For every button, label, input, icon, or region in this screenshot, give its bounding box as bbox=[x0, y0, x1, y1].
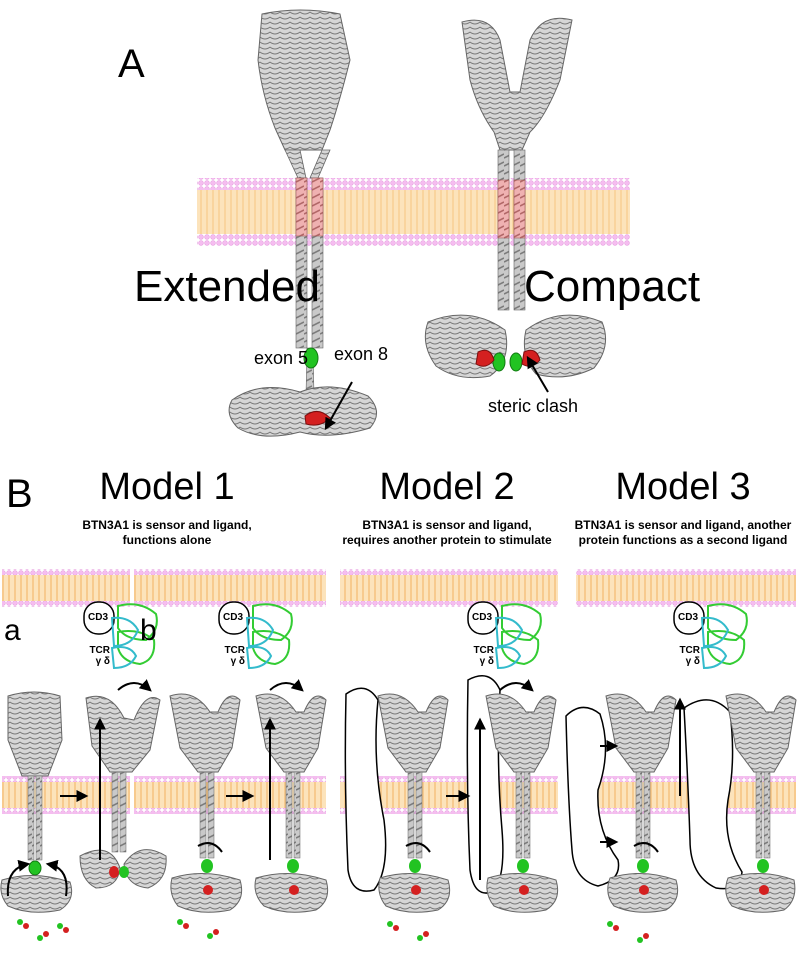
compact-exon5-right bbox=[509, 352, 523, 372]
model2-molecule-1 bbox=[377, 693, 451, 913]
membrane-b-top bbox=[2, 569, 796, 607]
model2-partner-protein-1 bbox=[344, 687, 387, 892]
steric-clash-arrow bbox=[526, 355, 549, 393]
compact-molecule bbox=[424, 17, 607, 379]
model2-title: Model 2 bbox=[379, 466, 515, 508]
compact-b30-right bbox=[523, 314, 607, 378]
gamma-delta-text: γ δ bbox=[685, 656, 700, 667]
cd3-label-3: CD3 bbox=[678, 612, 699, 623]
model2-description: BTN3A1 is sensor and ligand, requires an… bbox=[342, 518, 552, 547]
model3-title: Model 3 bbox=[615, 466, 751, 508]
extended-tm-right bbox=[311, 177, 324, 237]
model1b-molecule-2 bbox=[254, 693, 329, 913]
tcr-group-b bbox=[218, 601, 293, 670]
panel-a-label: A bbox=[118, 42, 145, 86]
cd3-label-a: CD3 bbox=[88, 612, 109, 623]
tcr-text: TCR bbox=[679, 645, 700, 656]
extended-exon5 bbox=[303, 347, 319, 369]
tcr-label-a: TCR γ δ bbox=[84, 645, 110, 667]
tcr-group-2 bbox=[467, 601, 542, 670]
membrane-panel-a bbox=[197, 178, 630, 246]
extended-molecule bbox=[228, 9, 377, 437]
panel-b-label: B bbox=[6, 472, 33, 516]
tcr-group-3 bbox=[673, 601, 748, 670]
extended-b30-domain bbox=[228, 386, 377, 437]
cd3-label-b: CD3 bbox=[223, 612, 244, 623]
model3-description: BTN3A1 is sensor and ligand, another pro… bbox=[574, 518, 792, 547]
model3-molecule-1 bbox=[605, 693, 679, 913]
tcr-label-b: TCR γ δ bbox=[219, 645, 245, 667]
subpanel-b-label: b bbox=[140, 614, 157, 647]
compact-tm-left bbox=[497, 179, 510, 239]
tcr-group-a bbox=[83, 601, 158, 670]
compact-tm-right bbox=[513, 179, 526, 239]
exon5-label: exon 5 bbox=[254, 348, 309, 368]
extended-tm-left bbox=[295, 177, 308, 237]
transition-arrows bbox=[6, 679, 686, 897]
compact-extracellular-domain bbox=[461, 17, 573, 151]
model1-title: Model 1 bbox=[99, 466, 235, 508]
model3-molecule-2 bbox=[725, 693, 797, 913]
exon8-label: exon 8 bbox=[334, 344, 389, 364]
cd3-label-2: CD3 bbox=[472, 612, 493, 623]
tcr-text: TCR bbox=[89, 645, 110, 656]
subpanel-a-label: a bbox=[4, 614, 21, 647]
steric-clash-label: steric clash bbox=[488, 396, 579, 416]
model2-molecule-2 bbox=[485, 693, 559, 913]
model1b-molecule-1 bbox=[169, 693, 243, 913]
extended-label: Extended bbox=[134, 262, 320, 311]
compact-exon5-left bbox=[492, 352, 506, 372]
tcr-text: TCR bbox=[224, 645, 245, 656]
gamma-delta-text: γ δ bbox=[230, 656, 245, 667]
phosphoantigen-ligands bbox=[17, 919, 649, 943]
model1a-compact-molecule bbox=[79, 695, 167, 889]
compact-exon8-left bbox=[475, 349, 495, 367]
tcr-text: TCR bbox=[473, 645, 494, 656]
model1-description: BTN3A1 is sensor and ligand, functions a… bbox=[82, 518, 252, 547]
model1a-extended-molecule bbox=[0, 691, 73, 913]
membrane-b-bottom bbox=[2, 776, 796, 814]
gamma-delta-text: γ δ bbox=[479, 656, 494, 667]
extended-extracellular-domain bbox=[257, 9, 351, 151]
compact-label: Compact bbox=[524, 262, 701, 311]
tcr-label-3: TCR γ δ bbox=[674, 645, 700, 667]
tcr-label-2: TCR γ δ bbox=[468, 645, 494, 667]
gamma-delta-text: γ δ bbox=[95, 656, 110, 667]
exon8-arrow bbox=[324, 381, 353, 431]
